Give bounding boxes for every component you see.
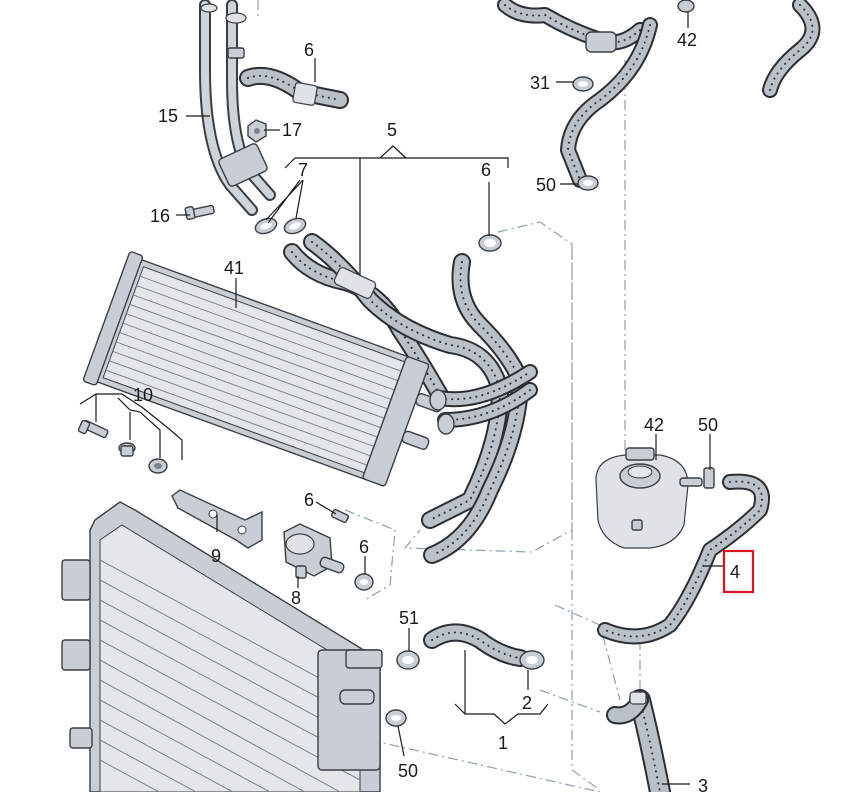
upper-right-hoses [497,0,821,188]
hose-1 [423,623,529,667]
assembly-reference-lines [257,0,641,792]
clamp-2 [519,650,545,670]
radiator-outlet-clamps [429,389,455,435]
part-label-6-top: 6 [481,160,491,180]
part-label-1: 1 [498,733,508,753]
nut-17 [247,119,267,143]
part-label-50-lower: 50 [398,761,418,781]
part-label-41: 41 [224,258,244,278]
main-radiator [61,501,383,792]
highlight-box [722,549,755,594]
part-label-3: 3 [698,776,708,792]
part-label-50-tank: 50 [698,415,718,435]
leader-lines [79,12,724,785]
part-label-16: 16 [150,206,170,226]
part-label-6-middle: 6 [304,490,314,510]
part-label-42: 42 [644,415,664,435]
part-label-15: 15 [158,106,178,126]
metal-coolant-pipe-15 [199,0,276,216]
clip-50-tank [703,467,715,489]
part-label-28: 6 [304,40,314,60]
clamp-50-upper [577,175,599,191]
part-label-6-lower: 6 [359,537,369,557]
auxiliary-radiator-41 [82,251,444,487]
part-label-5: 5 [387,120,397,140]
clamps-7 [254,217,307,235]
part-label-2: 2 [522,693,532,713]
part-label-10: 10 [133,385,153,405]
part-label-9: 9 [211,546,221,566]
clamp-6-top [478,234,502,252]
part-labels: 6 15 17 16 5 7 6 41 10 9 8 6 6 51 2 1 50… [133,30,740,792]
mounting-parts-10 [77,419,168,474]
part-label-51: 51 [399,608,419,628]
part-label-50-upper: 50 [536,175,556,195]
hose-28 [239,66,349,109]
hose-4 [597,473,770,645]
clamp-50-lower [385,709,407,727]
clamp-6-lower [354,573,374,591]
part-label-8: 8 [291,588,301,608]
part-label-17: 17 [282,120,302,140]
bolt-16 [184,204,215,221]
clamp-31 [572,76,594,92]
expansion-tank-42 [595,447,703,549]
coolant-pump-8 [283,523,345,579]
part-label-31: 31 [530,73,550,93]
clamp-51 [396,650,420,670]
part-label-7: 7 [298,160,308,180]
hose-3 [606,689,671,792]
part-label-4: 4 [730,562,740,582]
part-label-50-top: 42 [677,30,697,50]
